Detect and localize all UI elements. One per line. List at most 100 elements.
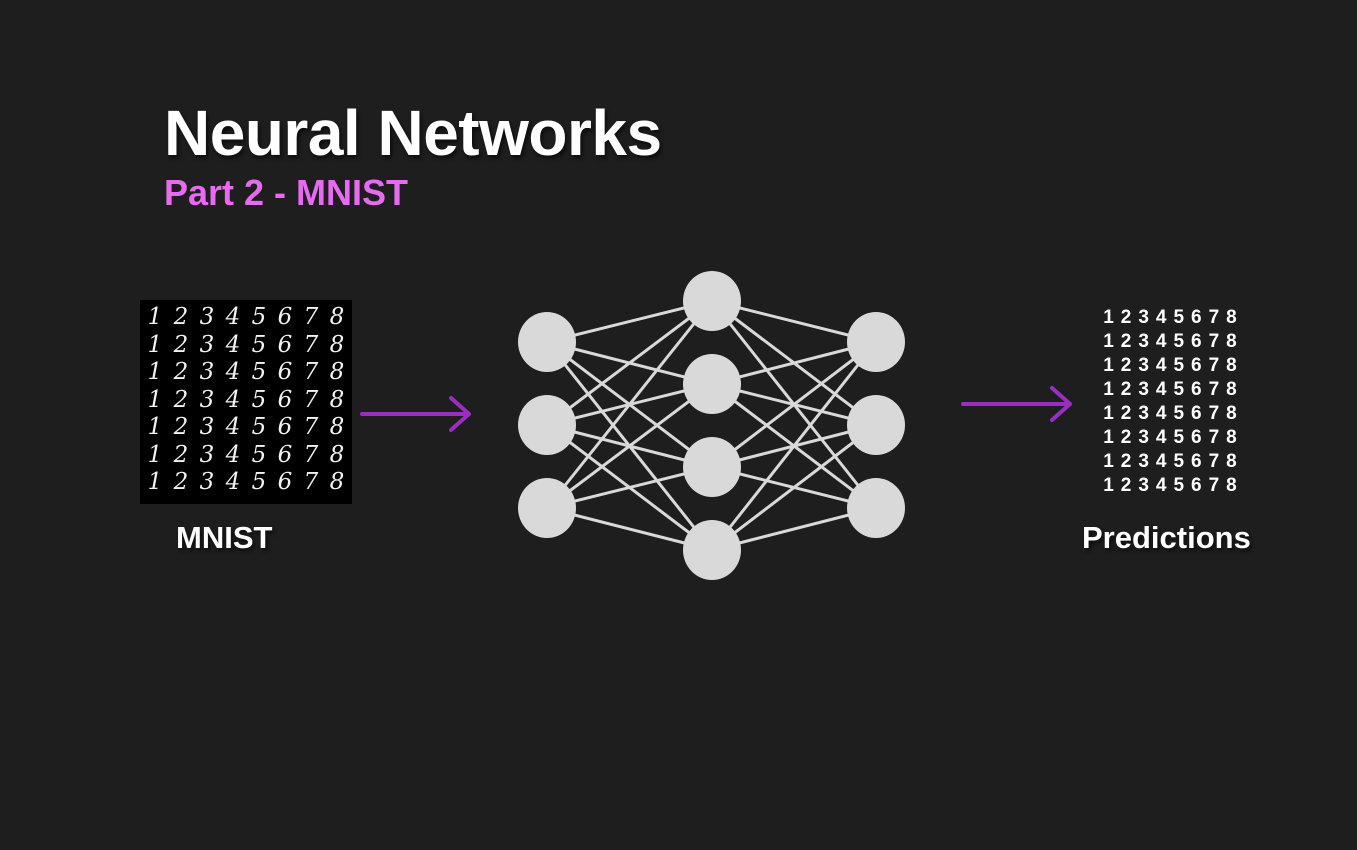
mnist-label: MNIST <box>176 520 273 555</box>
mnist-digit: 6 <box>277 414 293 441</box>
network-node-layer-2 <box>683 520 741 580</box>
prediction-digit: 7 <box>1208 307 1220 328</box>
mnist-digit: 5 <box>251 414 267 441</box>
mnist-digit: 2 <box>173 359 189 386</box>
mnist-digit: 8 <box>329 469 345 496</box>
mnist-digit: 1 <box>147 414 163 441</box>
network-node-layer-3 <box>847 395 905 455</box>
network-edge <box>711 340 877 469</box>
prediction-digit: 3 <box>1138 379 1149 400</box>
prediction-digit: 6 <box>1191 331 1202 352</box>
mnist-digit: 5 <box>251 331 267 358</box>
prediction-digit: 5 <box>1173 379 1185 400</box>
mnist-digit: 4 <box>225 469 241 496</box>
prediction-digit: 3 <box>1138 331 1149 352</box>
prediction-digit: 2 <box>1120 403 1132 424</box>
mnist-digit: 4 <box>225 359 241 386</box>
mnist-digit: 3 <box>199 331 215 358</box>
prediction-digit: 2 <box>1120 475 1132 496</box>
mnist-digit: 4 <box>225 331 241 358</box>
prediction-digit: 2 <box>1120 379 1132 400</box>
prediction-digit: 2 <box>1120 307 1132 328</box>
mnist-digit: 1 <box>147 386 163 413</box>
prediction-digit: 3 <box>1138 427 1149 448</box>
predictions-label: Predictions <box>1082 520 1251 555</box>
mnist-digit: 8 <box>329 331 345 358</box>
prediction-digit: 2 <box>1120 427 1132 448</box>
mnist-digit: 4 <box>225 414 241 441</box>
mnist-digit: 5 <box>251 304 267 331</box>
arrow-right-icon <box>360 396 471 432</box>
mnist-digit: 1 <box>147 469 163 496</box>
mnist-digit: 5 <box>251 386 267 413</box>
mnist-digit: 2 <box>173 469 189 496</box>
prediction-digit: 8 <box>1226 307 1237 328</box>
mnist-digit: 7 <box>303 304 319 331</box>
mnist-digit: 1 <box>147 359 163 386</box>
network-node-layer-1 <box>518 478 576 538</box>
mnist-digit: 3 <box>199 359 215 386</box>
prediction-digit: 1 <box>1103 331 1114 352</box>
prediction-digit: 5 <box>1173 307 1185 328</box>
mnist-digit: 8 <box>329 359 345 386</box>
prediction-digit: 7 <box>1208 355 1220 376</box>
prediction-digit: 4 <box>1155 475 1167 496</box>
prediction-digit: 1 <box>1103 451 1114 472</box>
prediction-digit: 7 <box>1208 427 1220 448</box>
prediction-digit: 5 <box>1173 355 1185 376</box>
prediction-digit: 1 <box>1103 427 1114 448</box>
mnist-digit: 7 <box>303 331 319 358</box>
prediction-digit: 6 <box>1191 379 1202 400</box>
prediction-digit: 7 <box>1208 475 1220 496</box>
prediction-digit: 4 <box>1155 355 1167 376</box>
page-subtitle: Part 2 - MNIST <box>164 172 409 213</box>
mnist-digit: 2 <box>173 441 189 468</box>
prediction-digit: 2 <box>1120 451 1132 472</box>
page-title: Neural Networks <box>164 97 662 169</box>
prediction-digit: 6 <box>1191 355 1202 376</box>
mnist-digit: 3 <box>199 386 215 413</box>
prediction-digit: 4 <box>1155 403 1167 424</box>
mnist-digit: 7 <box>303 386 319 413</box>
prediction-digit: 7 <box>1208 403 1220 424</box>
network-edges <box>545 299 878 552</box>
network-edge <box>545 300 714 509</box>
prediction-digit: 3 <box>1138 355 1149 376</box>
prediction-digit: 8 <box>1226 379 1237 400</box>
prediction-digit: 6 <box>1191 475 1202 496</box>
prediction-digit: 8 <box>1226 427 1237 448</box>
prediction-digit: 6 <box>1191 307 1202 328</box>
prediction-digit: 7 <box>1208 331 1220 352</box>
prediction-digit: 5 <box>1173 331 1185 352</box>
prediction-digit: 7 <box>1208 379 1220 400</box>
prediction-digit: 4 <box>1155 331 1167 352</box>
prediction-digit: 3 <box>1138 475 1149 496</box>
mnist-digit: 5 <box>251 469 267 496</box>
prediction-digit: 8 <box>1226 403 1237 424</box>
prediction-digit: 5 <box>1173 427 1185 448</box>
mnist-digit: 7 <box>303 414 319 441</box>
arrow-right-icon <box>961 386 1072 422</box>
mnist-digit: 1 <box>147 441 163 468</box>
prediction-digit: 4 <box>1155 307 1167 328</box>
mnist-digit: 7 <box>303 441 319 468</box>
mnist-digit: 8 <box>329 441 345 468</box>
mnist-digit: 3 <box>199 469 215 496</box>
prediction-digit: 8 <box>1226 331 1237 352</box>
network-node-layer-1 <box>518 312 576 372</box>
prediction-digit: 1 <box>1103 355 1114 376</box>
mnist-digit: 3 <box>199 441 215 468</box>
mnist-digit: 6 <box>277 469 293 496</box>
prediction-digit: 6 <box>1191 451 1202 472</box>
mnist-digit: 3 <box>199 304 215 331</box>
prediction-digit: 2 <box>1120 355 1132 376</box>
prediction-digit: 2 <box>1120 331 1132 352</box>
prediction-digit: 6 <box>1191 427 1202 448</box>
prediction-digit: 6 <box>1191 403 1202 424</box>
